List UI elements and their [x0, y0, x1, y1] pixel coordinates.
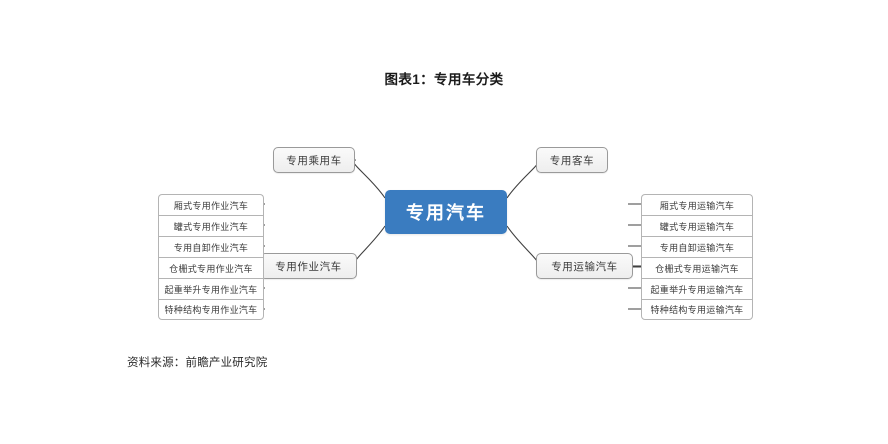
- leaf-stack-bottom-left: 厢式专用作业汽车 罐式专用作业汽车 专用自卸作业汽车 仓栅式专用作业汽车 起重举…: [158, 194, 264, 320]
- leaf-stack-bottom-right: 厢式专用运输汽车 罐式专用运输汽车 专用自卸运输汽车 仓栅式专用运输汽车 起重举…: [641, 194, 753, 320]
- leaf-item[interactable]: 专用自卸作业汽车: [158, 236, 264, 257]
- branch-node-bottom-right[interactable]: 专用运输汽车: [536, 253, 633, 279]
- leaf-item[interactable]: 专用自卸运输汽车: [641, 236, 753, 257]
- leaf-item[interactable]: 起重举升专用作业汽车: [158, 278, 264, 299]
- leaf-item[interactable]: 罐式专用作业汽车: [158, 215, 264, 236]
- leaf-item[interactable]: 特种结构专用作业汽车: [158, 299, 264, 320]
- leaf-item[interactable]: 罐式专用运输汽车: [641, 215, 753, 236]
- root-node[interactable]: 专用汽车: [385, 190, 507, 234]
- branch-node-bottom-left[interactable]: 专用作业汽车: [260, 253, 357, 279]
- branch-node-top-left[interactable]: 专用乘用车: [273, 147, 355, 173]
- leaf-item[interactable]: 仓栅式专用作业汽车: [158, 257, 264, 278]
- source-note: 资料来源：前瞻产业研究院: [127, 357, 268, 369]
- leaf-item[interactable]: 仓栅式专用运输汽车: [641, 257, 753, 278]
- connector-root-to-bottom-left: [353, 225, 386, 267]
- connector-root-to-top-right: [506, 159, 540, 199]
- leaf-item[interactable]: 特种结构专用运输汽车: [641, 299, 753, 320]
- connector-root-to-top-left: [352, 159, 386, 199]
- branch-node-top-right[interactable]: 专用客车: [536, 147, 608, 173]
- connector-root-to-bottom-right: [506, 225, 540, 267]
- leaf-item[interactable]: 厢式专用运输汽车: [641, 194, 753, 215]
- page-title: 图表1：专用车分类: [384, 72, 504, 87]
- leaf-item[interactable]: 厢式专用作业汽车: [158, 194, 264, 215]
- leaf-item[interactable]: 起重举升专用运输汽车: [641, 278, 753, 299]
